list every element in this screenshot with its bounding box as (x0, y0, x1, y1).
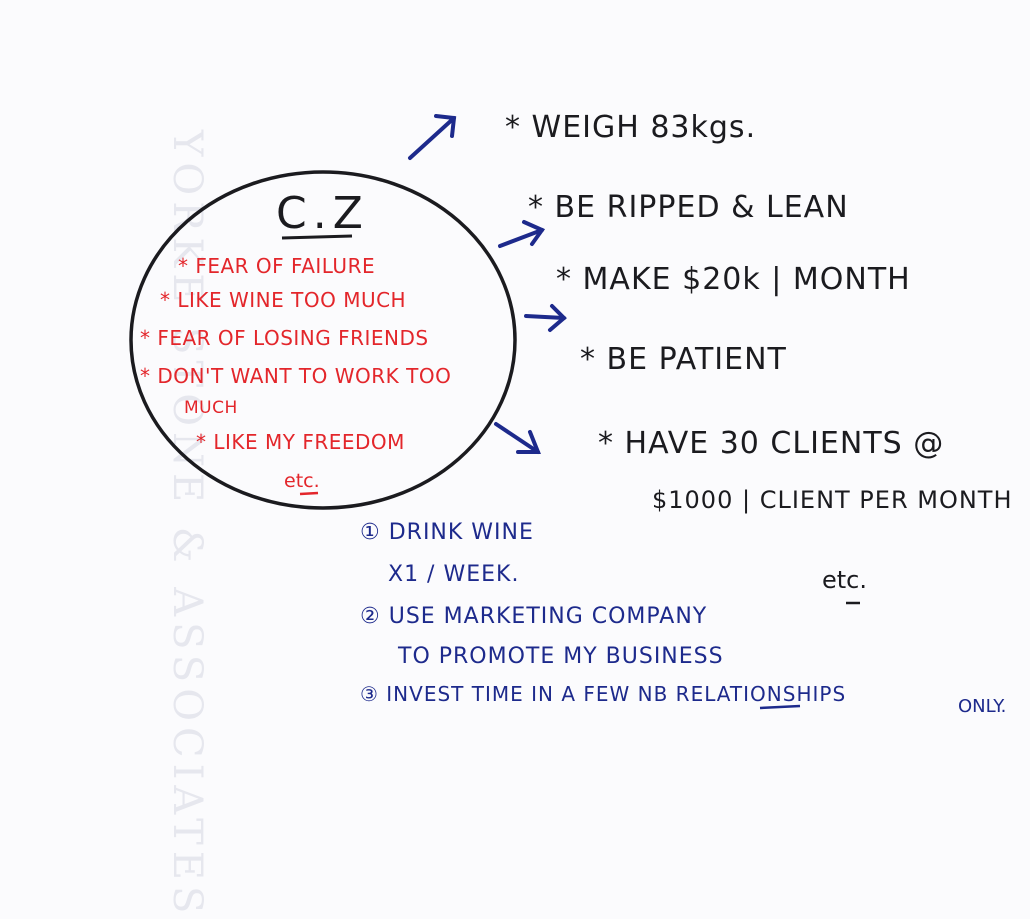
goal-etc: etc. (822, 566, 867, 594)
action-item: ONLY. (958, 696, 1007, 717)
action-item: ① DRINK WINE (360, 520, 534, 545)
notebook-page: YORKE STONE & ASSOCIATES C.Z * FE (129, 110, 1013, 919)
action-item: TO PROMOTE MY BUSINESS (398, 644, 724, 669)
action-item: X1 / WEEK. (388, 562, 520, 587)
goal-item: * MAKE $20k | MONTH (556, 262, 911, 297)
goal-item: * BE RIPPED & LEAN (528, 190, 849, 225)
goal-item: * WEIGH 83kgs. (505, 110, 757, 145)
goal-item: * BE PATIENT (580, 342, 787, 377)
fear-item: * FEAR OF FAILURE (178, 254, 376, 278)
fear-item: * LIKE MY FREEDOM (196, 430, 405, 454)
nb-underline (759, 704, 801, 710)
action-item: ③ INVEST TIME IN A FEW NB RELATIONSHIPS (360, 682, 847, 706)
arrow-4 (494, 422, 541, 454)
fear-item: * DON'T WANT TO WORK TOO (140, 364, 452, 388)
circle-title: C.Z (276, 188, 369, 239)
drawing-canvas (129, 114, 860, 710)
comfort-zone-circle (129, 170, 517, 510)
goal-item: * HAVE 30 CLIENTS @ (598, 426, 945, 461)
title-underline (281, 234, 353, 240)
arrow-2 (498, 220, 546, 248)
action-item: ② USE MARKETING COMPANY (360, 604, 708, 629)
fear-item: * LIKE WINE TOO MUCH (160, 288, 407, 312)
etc-underline-red (299, 491, 319, 496)
goal-item: $1000 | CLIENT PER MONTH (652, 486, 1013, 514)
fear-etc: etc. (284, 470, 320, 492)
fear-item: MUCH (184, 398, 238, 418)
arrow-1 (408, 114, 457, 160)
fear-item: * FEAR OF LOSING FRIENDS (140, 326, 429, 350)
arrow-3 (524, 304, 567, 332)
